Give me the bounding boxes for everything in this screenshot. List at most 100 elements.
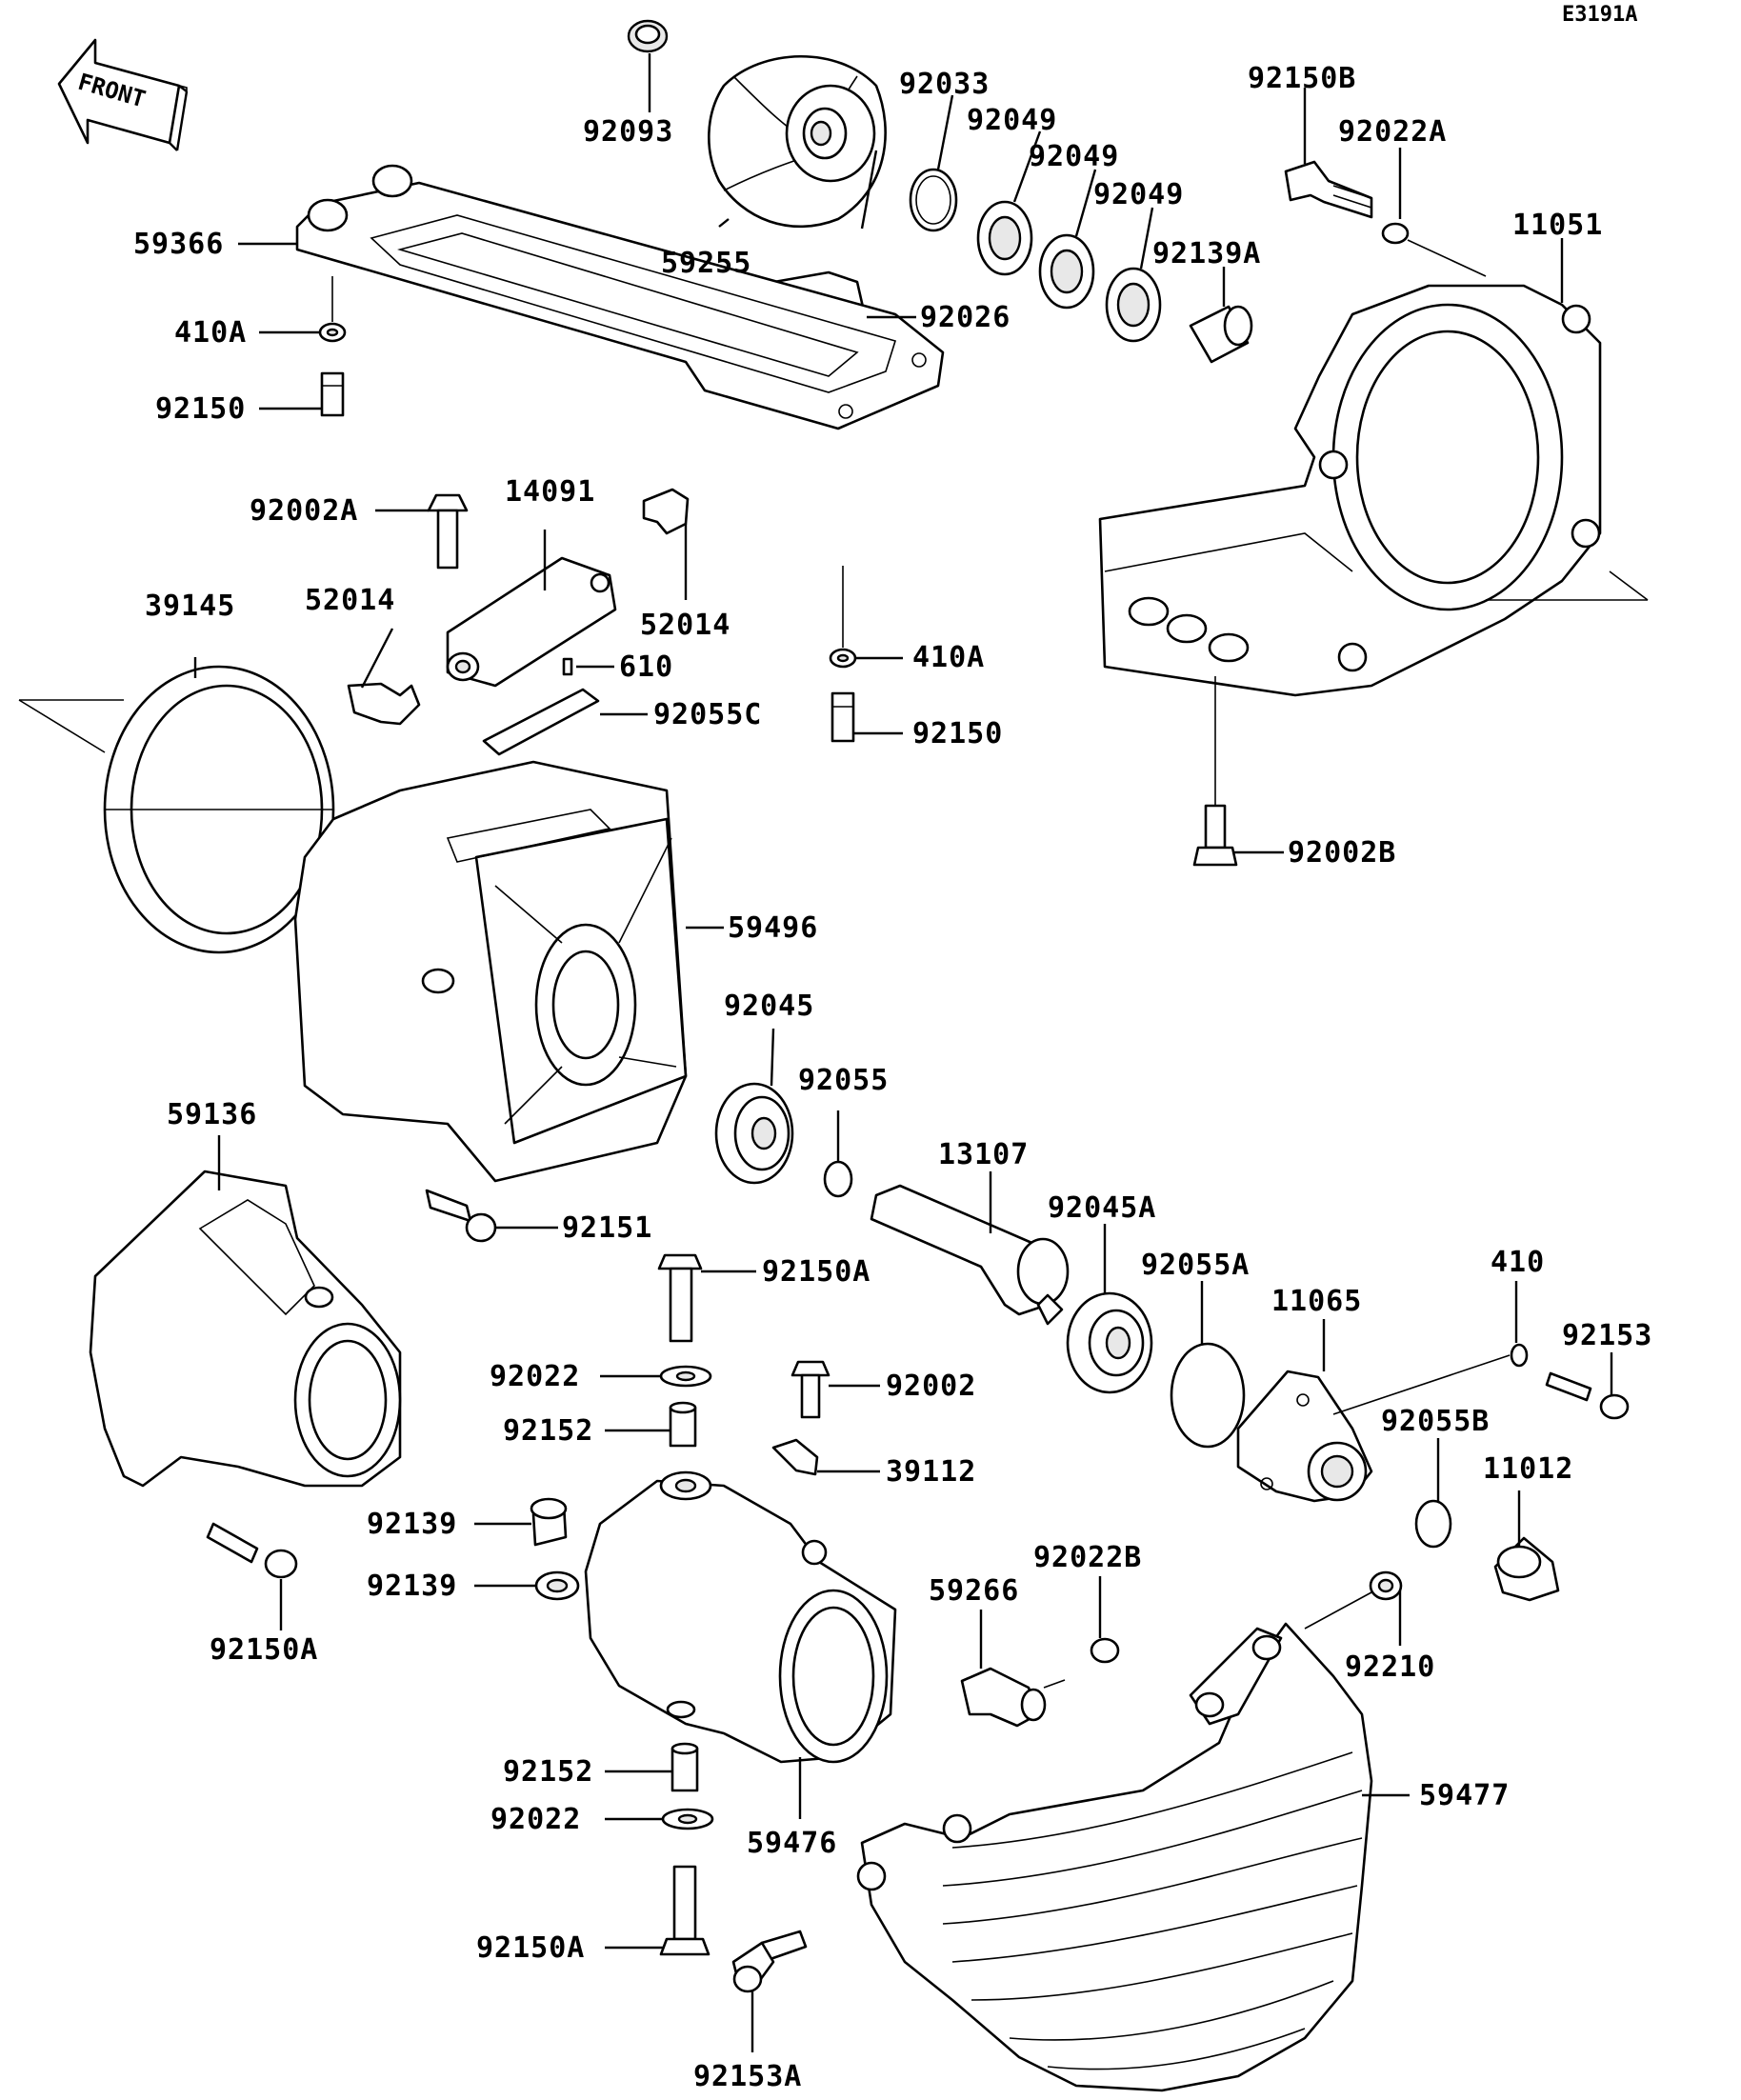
part-label[interactable]: 92002A	[250, 494, 358, 528]
part-label[interactable]: 92055B	[1381, 1405, 1490, 1438]
part-label[interactable]: 92055A	[1141, 1249, 1250, 1282]
part-label[interactable]: 92026	[920, 301, 1011, 334]
o-ring-92055b-drawing	[1414, 1499, 1452, 1549]
part-label[interactable]: 92150A	[476, 1931, 585, 1965]
part-label[interactable]: 92002	[886, 1370, 976, 1403]
part-label[interactable]: 59136	[167, 1098, 257, 1131]
part-label[interactable]: 59496	[728, 911, 818, 945]
part-label[interactable]: 610	[619, 650, 673, 684]
shaft-13107-drawing	[870, 1184, 1070, 1326]
part-label[interactable]: 92033	[899, 68, 990, 101]
part-label[interactable]: 14091	[505, 475, 595, 509]
bolt-92151-drawing	[425, 1189, 497, 1243]
part-label[interactable]: 11065	[1271, 1285, 1362, 1318]
part-label[interactable]: 52014	[305, 584, 395, 617]
figure-code: E3191A	[1562, 3, 1637, 27]
bolt-92150b-drawing	[1284, 160, 1373, 219]
bolt-92002a-drawing	[427, 493, 469, 570]
part-labels: 92093 92033 92049 92049 92049 92139A 592…	[133, 62, 1652, 2093]
fitting-52014-right-drawing	[642, 488, 690, 535]
part-label[interactable]: 92150	[155, 392, 246, 426]
bolt-92153-drawing	[1545, 1371, 1630, 1420]
bolt-92153a-drawing	[731, 1930, 808, 1993]
part-label[interactable]: 92022A	[1338, 115, 1447, 149]
part-label[interactable]: 92139	[367, 1508, 457, 1541]
part-label[interactable]: 92022B	[1033, 1541, 1142, 1574]
nozzle-59136-drawing	[89, 1170, 402, 1488]
washer-bolt-center-drawing	[829, 648, 857, 743]
ring-39145-drawing	[103, 665, 335, 954]
part-label[interactable]: 92150A	[762, 1255, 870, 1289]
snap-ring-92033-drawing	[909, 168, 958, 232]
pin-610-drawing	[562, 657, 573, 676]
bushings-92139-drawing	[530, 1497, 580, 1601]
part-label[interactable]: 59477	[1419, 1779, 1510, 1812]
part-label[interactable]: 92150	[912, 717, 1003, 750]
collar-92139a-drawing	[1189, 305, 1253, 364]
ride-plate-59366-drawing	[295, 164, 945, 430]
part-label[interactable]: 410	[1491, 1246, 1545, 1279]
part-label[interactable]: 92002B	[1288, 836, 1396, 870]
bolt-stack-lower-drawing	[659, 1742, 714, 1956]
part-label[interactable]: 11051	[1512, 209, 1603, 242]
part-label[interactable]: 59366	[133, 228, 224, 261]
cap-92093-drawing	[627, 19, 669, 53]
part-label[interactable]: 11012	[1483, 1452, 1573, 1486]
part-label[interactable]: 59266	[929, 1574, 1019, 1608]
bearing-92045a-drawing	[1066, 1291, 1153, 1394]
part-label[interactable]: 92152	[503, 1755, 593, 1789]
part-label[interactable]: 52014	[640, 609, 730, 642]
oil-seals-92049-drawing	[976, 200, 1162, 343]
part-label[interactable]: 92055C	[653, 698, 762, 731]
o-ring-92055a-drawing	[1170, 1342, 1246, 1449]
part-label[interactable]: 410A	[174, 316, 247, 350]
plug-11012-drawing	[1493, 1536, 1560, 1602]
impeller-59255-drawing	[708, 54, 887, 229]
part-label[interactable]: 39112	[886, 1455, 976, 1489]
cap-11065-drawing	[1236, 1370, 1373, 1503]
part-label[interactable]: 92049	[1093, 178, 1184, 211]
pump-housing-59496-drawing	[293, 760, 688, 1183]
part-label[interactable]: 92150B	[1248, 62, 1356, 95]
reverse-bucket-59477-drawing	[856, 1622, 1373, 2092]
part-label[interactable]: 92045A	[1048, 1191, 1156, 1225]
part-label[interactable]: 92150A	[210, 1633, 318, 1667]
washer-92022b-drawing	[1090, 1637, 1120, 1664]
part-label[interactable]: 92093	[583, 115, 673, 149]
part-label[interactable]: 92151	[562, 1211, 652, 1245]
part-label[interactable]: 92022	[490, 1360, 580, 1393]
part-label[interactable]: 410A	[912, 641, 985, 674]
part-label[interactable]: 39145	[145, 590, 235, 623]
front-arrow-icon: FRONT	[57, 38, 189, 151]
part-label[interactable]: 59255	[661, 247, 751, 280]
leader-lines	[18, 53, 1649, 2052]
part-label[interactable]: 92139A	[1152, 237, 1261, 270]
bolt-92150a-left-drawing	[206, 1522, 298, 1579]
bolt-92002-drawing	[790, 1360, 830, 1419]
part-label[interactable]: 92045	[724, 990, 814, 1023]
fitting-59266-drawing	[960, 1667, 1066, 1728]
part-label[interactable]: 59476	[747, 1827, 837, 1860]
washer-410-drawing	[1510, 1343, 1529, 1368]
pump-case-11051-drawing	[1098, 284, 1602, 697]
cover-14091-drawing	[446, 556, 617, 688]
part-label[interactable]: 92055	[798, 1064, 889, 1097]
bracket-39112-drawing	[771, 1438, 819, 1476]
bearing-92045-drawing	[714, 1082, 794, 1185]
part-label[interactable]: 92153A	[693, 2060, 802, 2093]
part-label[interactable]: 92152	[503, 1414, 593, 1448]
bolt-92002b-drawing	[1192, 804, 1238, 867]
part-label[interactable]: 92210	[1345, 1650, 1435, 1684]
part-label[interactable]: 92153	[1562, 1319, 1652, 1352]
part-label[interactable]: 92049	[1029, 140, 1119, 173]
part-label[interactable]: 13107	[938, 1138, 1029, 1171]
fitting-92210-drawing	[1369, 1570, 1403, 1601]
part-label[interactable]: 92022	[490, 1803, 581, 1836]
part-label[interactable]: 92049	[967, 104, 1057, 137]
gasket-92055c-drawing	[482, 688, 600, 756]
o-ring-92055-drawing	[823, 1160, 853, 1198]
steering-nozzle-59476-drawing	[584, 1470, 897, 1764]
washer-92022a-drawing	[1381, 222, 1410, 245]
part-label[interactable]: 92139	[367, 1570, 457, 1603]
